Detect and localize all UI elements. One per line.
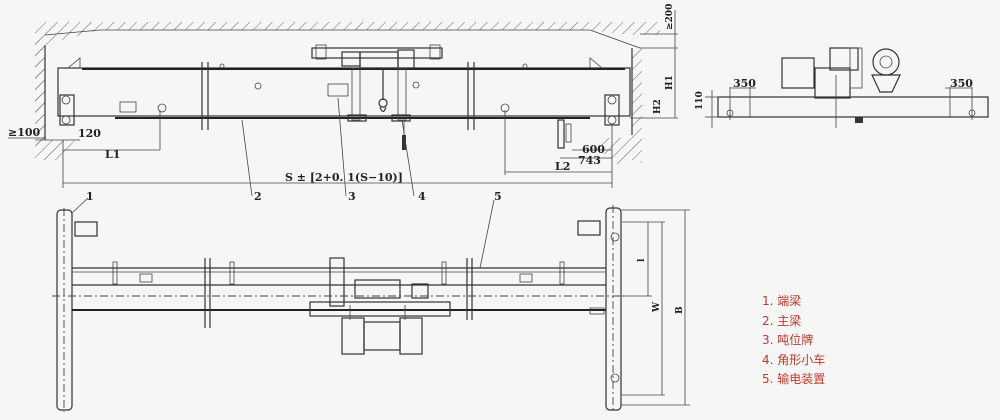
dim-350-right: 350 <box>950 77 973 90</box>
legend-item-end-beam: 1. 端梁 <box>762 294 802 308</box>
legend-item-main-girder: 2. 主梁 <box>762 313 802 328</box>
dim-H2: H2 <box>653 99 663 114</box>
callout-5: 5 <box>494 190 502 203</box>
dim-top-clear: ≥200 <box>665 4 675 30</box>
dim-350-left: 350 <box>733 77 756 90</box>
callout-4: 4 <box>418 190 426 203</box>
dim-600: 600 <box>582 143 605 156</box>
callout-3: 3 <box>348 190 356 203</box>
dim-H1: H1 <box>665 75 675 90</box>
legend-item-tonnage-plate: 3. 吨位牌 <box>762 333 814 347</box>
dim-743: 743 <box>578 154 601 167</box>
dim-wheel-base: W <box>652 301 662 313</box>
dim-L2: L2 <box>555 160 570 173</box>
side-view: 350 350 110 <box>695 47 989 128</box>
front-elevation: ≥100 120 L1 L2 600 743 S ± [2+0. 1(S−10)… <box>8 4 678 203</box>
callout-2: 2 <box>254 190 262 203</box>
dim-gap-min: ≥100 <box>8 126 41 139</box>
dim-110: 110 <box>695 91 705 110</box>
dim-end-b: B <box>675 306 685 314</box>
legend-item-power-feed: 5. 输电装置 <box>762 372 826 386</box>
dim-L1: L1 <box>105 148 120 161</box>
dim-span: S ± [2+0. 1(S−10)] <box>285 171 403 184</box>
legend-item-trolley: 4. 角形小车 <box>762 352 826 367</box>
plan-view: l W B 1 5 <box>52 190 690 412</box>
callout-1: 1 <box>86 190 94 203</box>
parts-legend: 1. 端梁 2. 主梁 3. 吨位牌 4. 角形小车 5. 输电装置 <box>762 292 825 390</box>
hoist-trolley <box>311 44 443 150</box>
dim-120: 120 <box>78 127 101 140</box>
dim-inner-l: l <box>637 258 647 262</box>
